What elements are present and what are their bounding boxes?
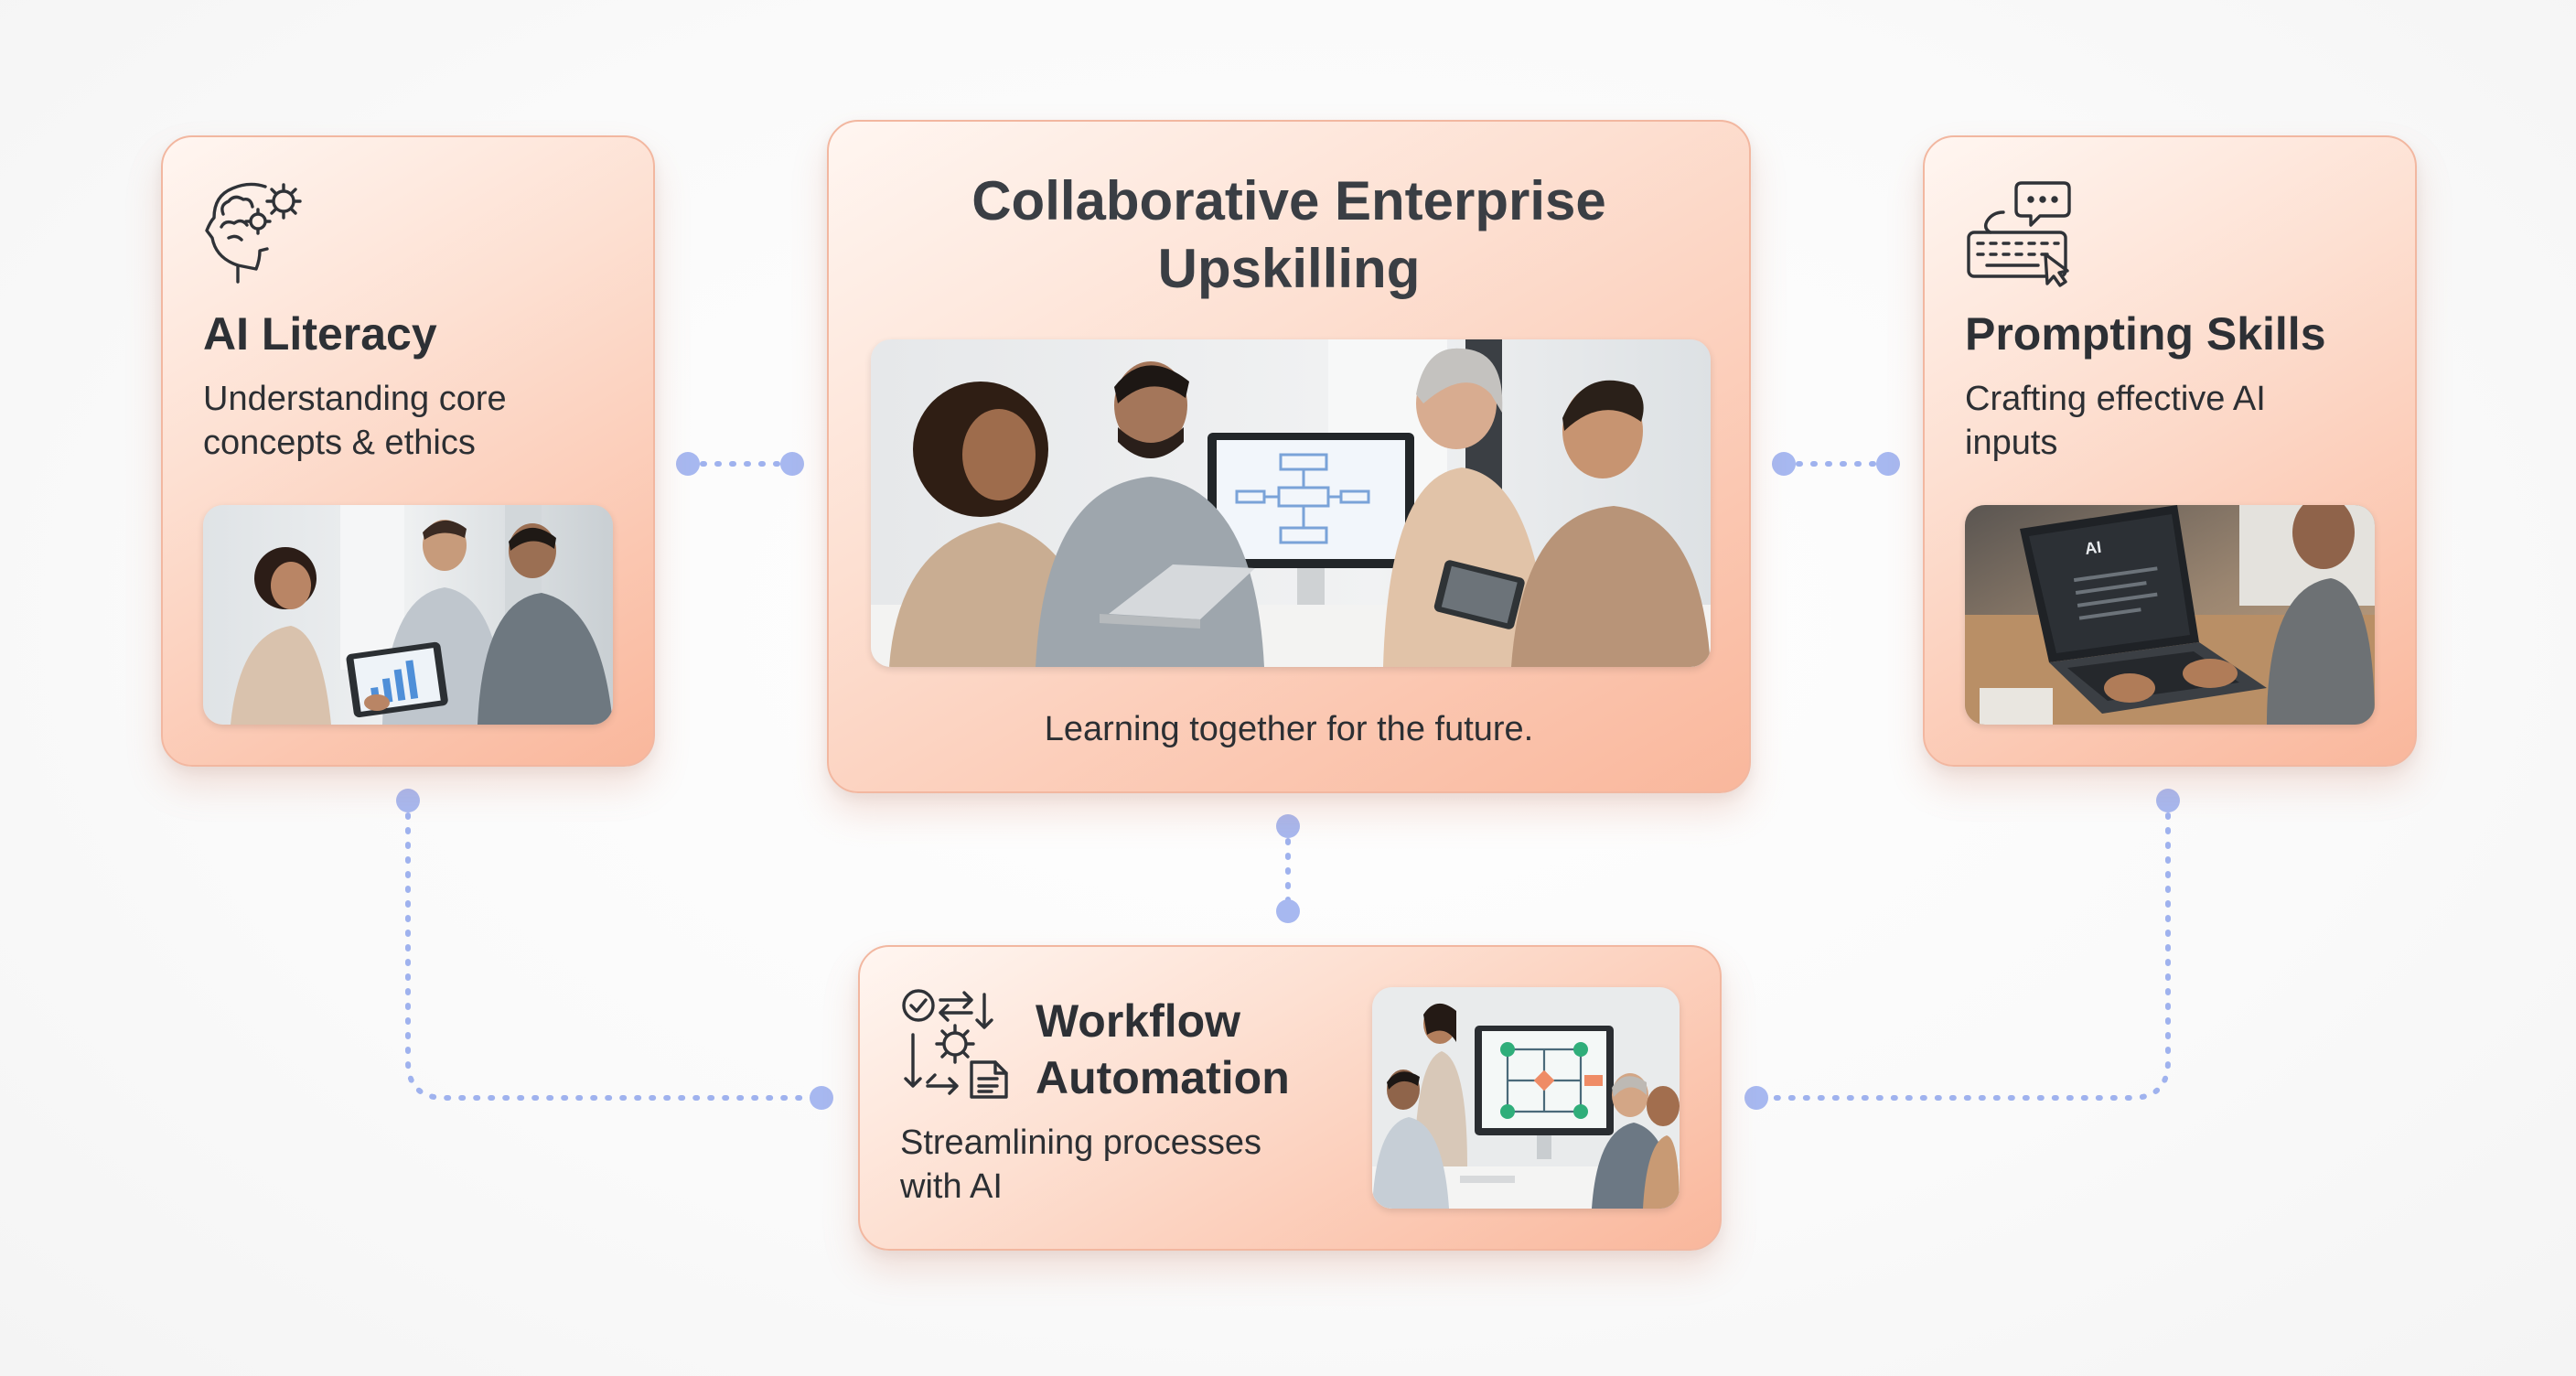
title-line: Automation [1036, 1052, 1290, 1103]
card-title: Prompting Skills [1965, 308, 2326, 360]
head-gears-icon [201, 174, 307, 285]
subtitle-line: concepts & ethics [203, 424, 476, 462]
subtitle-line: Crafting effective AI [1965, 380, 2266, 418]
title-line: Collaborative Enterprise [971, 170, 1606, 231]
card-title: Workflow Automation [1036, 993, 1347, 1106]
card-subtitle: Streamlining processes with AI [900, 1121, 1339, 1209]
title-line: Workflow [1036, 995, 1241, 1047]
card-caption: Learning together for the future. [1044, 710, 1534, 748]
screen-ai-label: AI [2084, 538, 2103, 558]
card-collaborative-upskilling: Collaborative Enterprise Upskilling [827, 120, 1751, 793]
subtitle-line: with AI [900, 1167, 1003, 1206]
team-with-tablet-chart-photo [203, 505, 613, 725]
subtitle-line: Understanding core [203, 380, 507, 418]
keyboard-chat-icon [1965, 176, 2073, 287]
card-workflow-automation: Workflow Automation Streamlining process… [858, 945, 1722, 1251]
subtitle-line: Streamlining processes [900, 1123, 1261, 1162]
card-prompting-skills: Prompting Skills Crafting effective AI i… [1923, 135, 2417, 767]
team-meeting-flowchart-photo [871, 339, 1711, 667]
card-subtitle: Crafting effective AI inputs [1965, 377, 2386, 465]
team-presentation-workflow-photo [1372, 987, 1680, 1209]
subtitle-line: inputs [1965, 424, 2058, 462]
card-title: Collaborative Enterprise Upskilling [829, 167, 1749, 303]
workflow-cycle-icon [900, 987, 1010, 1101]
card-subtitle: Understanding core concepts & ethics [203, 377, 624, 465]
card-ai-literacy: AI Literacy Understanding core concepts … [161, 135, 655, 767]
card-title: AI Literacy [203, 308, 437, 360]
laptop-ai-chat-photo: AI [1965, 505, 2375, 725]
title-line: Upskilling [1157, 238, 1421, 299]
